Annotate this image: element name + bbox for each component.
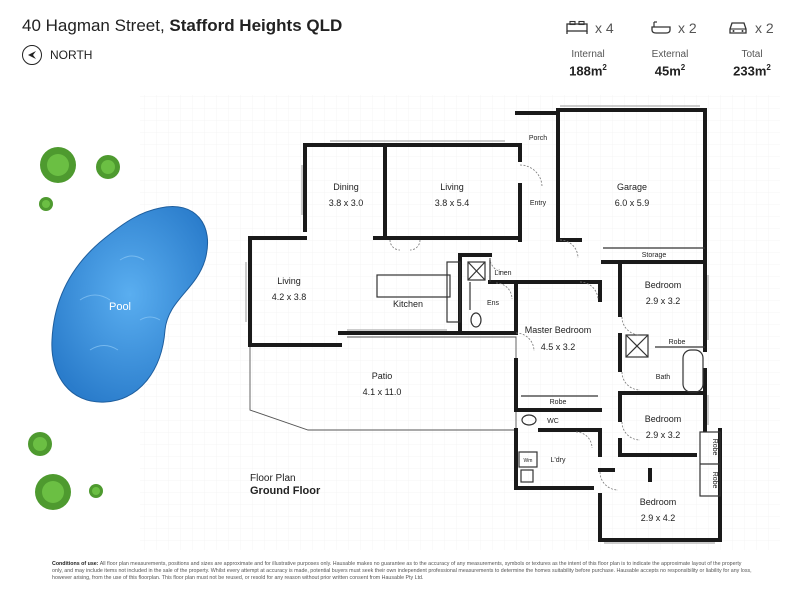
bedroom-1-robe-label: Robe <box>669 339 686 346</box>
entry-label: Entry <box>530 200 547 207</box>
conditions-of-use: Conditions of use: All floor plan measur… <box>52 561 752 582</box>
total-area-value: 233m <box>733 63 767 79</box>
living-top-size: 3.8 x 5.4 <box>435 198 470 208</box>
bedroom-2-robe-label: Robe <box>711 439 718 456</box>
dining-size: 3.8 x 3.0 <box>329 198 364 208</box>
kitchen-label: Kitchen <box>393 299 423 309</box>
windows <box>245 105 715 544</box>
external-area-unit: 2 <box>680 63 686 72</box>
interior-lines <box>376 247 721 497</box>
bedroom-2-size: 2.9 x 3.2 <box>646 430 681 440</box>
bedroom-count: x 4 <box>565 20 614 36</box>
bathroom-count: x 2 <box>650 20 697 36</box>
wc-label: WC <box>547 418 559 425</box>
bedroom-1-size: 2.9 x 3.2 <box>646 296 681 306</box>
linen-label: Linen <box>494 270 511 277</box>
laundry-label: L'dry <box>551 457 566 464</box>
porch-label: Porch <box>529 135 547 142</box>
patio-label: Patio <box>372 371 393 381</box>
bedroom-3-robe-label: Robe <box>711 472 718 489</box>
bedroom-3-size: 2.9 x 4.2 <box>641 513 676 523</box>
bed-icon <box>566 20 588 34</box>
storage-label: Storage <box>642 252 667 259</box>
patio-size: 4.1 x 11.0 <box>363 387 402 397</box>
internal-area-label: Internal <box>571 49 605 60</box>
conditions-text: All floor plan measurements, positions a… <box>52 561 752 581</box>
bedroom-3-label: Bedroom <box>640 497 677 507</box>
address-suburb: Stafford Heights QLD <box>169 16 343 35</box>
washing-machine-label: Wm <box>524 458 533 464</box>
doors <box>389 164 641 491</box>
bath-icon <box>651 21 671 34</box>
internal-area: Internal 188m2 <box>553 49 623 78</box>
ens-label: Ens <box>487 300 500 307</box>
floor-plan-title: Floor Plan <box>250 473 296 484</box>
living-top-label: Living <box>440 182 464 192</box>
garage-size: 6.0 x 5.9 <box>615 198 650 208</box>
property-address: 40 Hagman Street, Stafford Heights QLD <box>22 16 342 36</box>
walls <box>248 108 722 542</box>
total-area-label: Total <box>741 49 763 60</box>
external-area-label: External <box>651 49 689 60</box>
total-area-unit: 2 <box>766 63 771 72</box>
external-area-value: 45m <box>654 63 681 79</box>
bedroom-count-value: x 4 <box>595 20 614 36</box>
living-left-size: 4.2 x 3.8 <box>272 292 307 302</box>
conditions-title: Conditions of use: <box>52 561 99 567</box>
car-count-value: x 2 <box>755 20 774 36</box>
pool-shape <box>51 206 209 403</box>
floor-plan-caption: Floor Plan Ground Floor <box>250 472 320 498</box>
car-count: x 2 <box>727 20 774 36</box>
bedroom-2-label: Bedroom <box>645 414 682 424</box>
dining-label: Dining <box>333 182 359 192</box>
total-area: Total 233m2 <box>717 49 787 78</box>
master-robe-label: Robe <box>550 399 567 406</box>
master-bedroom-label: Master Bedroom <box>525 325 592 335</box>
address-street: 40 Hagman Street, <box>22 16 170 35</box>
tree-icon <box>28 147 120 510</box>
north-indicator: NORTH <box>22 45 92 65</box>
living-left-label: Living <box>277 276 301 286</box>
floor-level: Ground Floor <box>250 485 321 497</box>
master-bedroom-size: 4.5 x 3.2 <box>541 342 576 352</box>
pool-label: Pool <box>109 301 131 313</box>
north-label: NORTH <box>50 48 93 62</box>
internal-area-value: 188m <box>569 63 603 79</box>
bath-label: Bath <box>656 374 671 381</box>
compass-arrow-icon <box>22 45 42 65</box>
external-area: External 45m2 <box>635 49 705 78</box>
internal-area-unit: 2 <box>602 63 607 72</box>
patio-outline <box>249 336 517 431</box>
bedroom-1-label: Bedroom <box>645 280 682 290</box>
bathroom-count-value: x 2 <box>678 20 697 36</box>
garage-label: Garage <box>617 182 647 192</box>
car-icon <box>729 22 747 34</box>
